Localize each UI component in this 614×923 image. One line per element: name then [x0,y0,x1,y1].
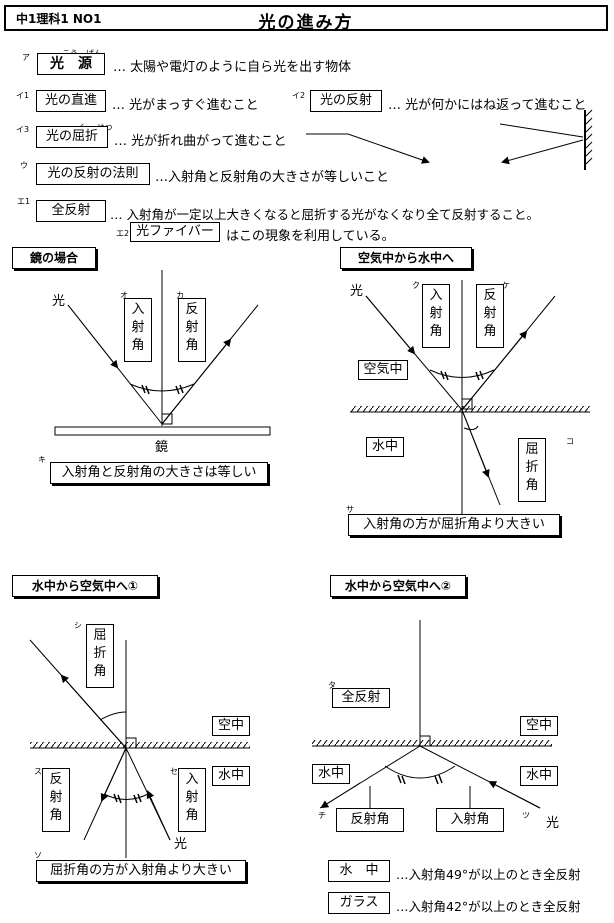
desc-light-source: … 太陽や電灯のように自ら光を出す物体 [113,60,352,75]
term-refraction: 光の屈折 [36,126,108,148]
air-to-water-reflection-angle-label: 反射角 [476,284,504,348]
mark-sa: サ [346,505,354,514]
air-to-water-refraction-angle-label: 屈折角 [518,438,546,502]
water-to-air-2-light-label: 光 [546,816,560,831]
section-air-to-water-title: 空気中から水中へ [340,247,472,269]
mark-shi: シ [74,621,82,630]
mark-tsu: ツ [522,811,530,820]
mirror-light-label: 光 [52,294,66,309]
desc-reflection: … 光が何かにはね返って進むこと [388,98,587,113]
mark-u: ウ [20,161,28,170]
air-to-water-air-label: 空気中 [358,360,408,380]
term-straight: 光の直進 [36,90,106,112]
air-to-water-water-label: 水中 [366,437,404,457]
mark-i2: イ2 [292,91,306,100]
mark-a: ア [22,53,30,62]
mark-e2: エ2 [116,229,130,238]
term-optical-fiber: 光ファイバー [130,222,220,242]
mark-o: オ [120,291,128,300]
critical-water-desc: …入射角49°が以上のとき全反射 [396,867,581,882]
air-to-water-conclusion: 入射角の方が屈折角より大きい [348,514,560,536]
mark-chi: チ [318,811,326,820]
mirror-reflection-angle-label: 反射角 [178,298,206,362]
page-title: 光の進み方 [258,13,354,33]
mark-i3: イ3 [16,125,30,134]
water-to-air-1-water-label: 水中 [212,766,250,786]
mark-ta: タ [328,681,336,690]
term-light-source: 光 源 [37,53,105,75]
term-total-reflection: 全反射 [36,200,106,222]
mark-so: ソ [34,851,42,860]
critical-water-medium: 水 中 [328,860,390,882]
critical-glass-desc: …入射角42°が以上のとき全反射 [396,899,581,914]
mark-se: セ [170,767,178,776]
desc-optical-fiber: はこの現象を利用している。 [226,229,395,244]
water-to-air-2-air-label: 空中 [520,716,558,736]
mirror-conclusion: 入射角と反射角の大きさは等しい [50,462,268,484]
header-course: 中1理科1 NO1 [16,12,102,26]
water-to-air-1-conclusion: 屈折角の方が入射角より大きい [36,860,246,882]
mark-ka: カ [176,291,184,300]
water-to-air-1-refraction-angle-label: 屈折角 [86,624,114,688]
term-law-of-reflection: 光の反射の法則 [36,163,150,185]
mark-i1: イ1 [16,91,30,100]
mark-e1: エ1 [17,197,31,206]
header-bar: 中1理科1 NO1 光の進み方 [4,5,608,33]
water-to-air-2-incident-angle-label: 入射角 [436,808,504,832]
section-mirror-title: 鏡の場合 [12,247,96,269]
air-to-water-incident-angle-label: 入射角 [422,284,450,348]
water-to-air-1-incident-angle-label: 入射角 [178,768,206,832]
water-to-air-2-water-left-label: 水中 [312,764,350,784]
water-to-air-1-reflection-angle-label: 反射角 [42,768,70,832]
air-to-water-light-label: 光 [350,284,364,299]
mark-ki: キ [38,455,46,464]
mark-ke: ケ [502,281,510,290]
water-to-air-1-light-label: 光 [174,837,188,852]
total-reflection-label: 全反射 [332,688,390,708]
section-water-to-air-1-title: 水中から空気中へ① [12,575,158,597]
desc-straight: … 光がまっすぐ進むこと [112,98,259,113]
mirror-label: 鏡 [155,440,169,455]
water-to-air-2-reflection-angle-label: 反射角 [336,808,404,832]
mirror-incident-angle-label: 入射角 [124,298,152,362]
desc-refraction: … 光が折れ曲がって進むこと [114,134,287,149]
water-to-air-1-air-label: 空中 [212,716,250,736]
mark-ko: コ [566,437,574,446]
term-reflection: 光の反射 [310,90,382,112]
water-to-air-2-water-right-label: 水中 [520,766,558,786]
section-water-to-air-2-title: 水中から空気中へ② [330,575,466,597]
desc-law-of-reflection: …入射角と反射角の大きさが等しいこと [155,170,390,185]
critical-glass-medium: ガラス [328,892,390,914]
mark-ku: ク [412,281,420,290]
desc-total-reflection: … 入射角が一定以上大きくなると屈折する光がなくなり全て反射すること。 [110,207,539,222]
mark-su: ス [34,767,42,776]
